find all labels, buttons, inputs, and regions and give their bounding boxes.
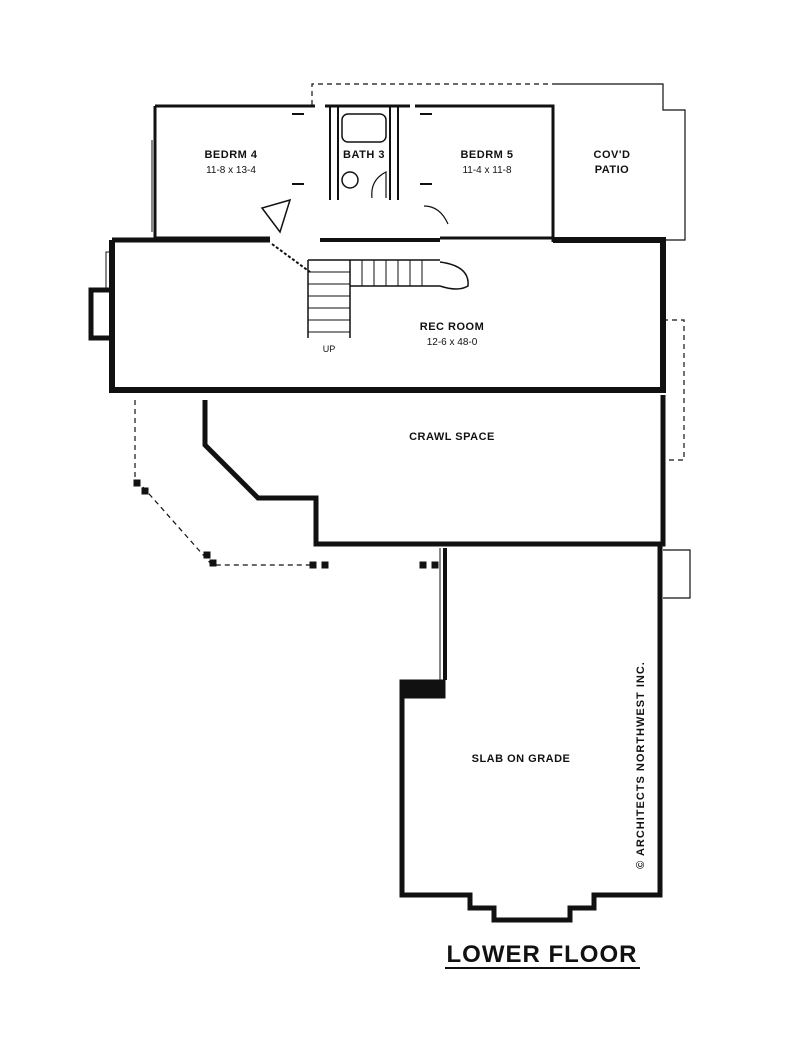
door-swing <box>260 198 292 234</box>
wall-block <box>399 679 446 699</box>
room-labels: BEDRM 4 11-8 x 13-4 BATH 3 BEDRM 5 11-4 … <box>204 149 631 765</box>
bathtub <box>341 113 387 143</box>
patio-outline <box>553 83 686 241</box>
room-name-patio: COV'D <box>594 149 631 161</box>
rec-room-walls <box>109 237 666 393</box>
room-name-bedrm4: BEDRM 4 <box>204 149 257 161</box>
architect-credit: © ARCHITECTS NORTHWEST INC. <box>635 661 647 869</box>
room-dims-bedrm5: 11-4 x 11-8 <box>462 165 512 176</box>
room-name-rec: REC ROOM <box>420 321 485 333</box>
plan-title: LOWER FLOOR <box>447 941 638 968</box>
toilet <box>341 171 359 189</box>
room-dims-patio: PATIO <box>595 164 629 176</box>
crawl-space-walls <box>202 395 666 547</box>
deck-outline <box>134 400 316 566</box>
room-name-bath3: BATH 3 <box>343 149 385 161</box>
fireplace <box>88 287 115 341</box>
stair-outline <box>307 259 440 338</box>
room-name-crawl: CRAWL SPACE <box>409 431 495 443</box>
stair-up-label: UP <box>323 344 336 354</box>
slab-walls <box>399 544 663 923</box>
room-dims-bedrm4: 11-8 x 13-4 <box>206 165 256 176</box>
window <box>105 251 113 289</box>
room-name-bedrm5: BEDRM 5 <box>460 149 513 161</box>
room-dims-rec: 12-6 x 48-0 <box>427 337 478 348</box>
bedroom-top-wall <box>155 104 555 242</box>
roof-outline <box>311 83 553 105</box>
walls <box>88 83 691 923</box>
room-name-slab: SLAB ON GRADE <box>472 753 571 765</box>
